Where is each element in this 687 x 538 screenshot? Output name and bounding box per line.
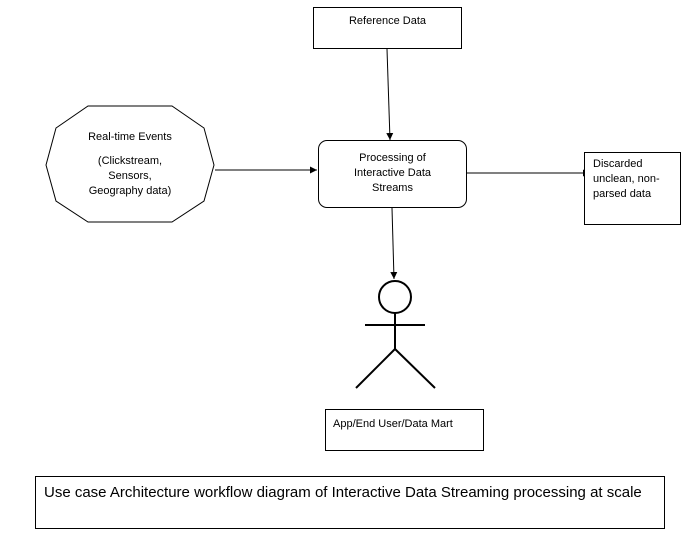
processing-line: Streams — [372, 182, 413, 194]
discarded-line: unclean, non- — [593, 173, 660, 185]
events-detail-line: (Clickstream, — [97, 155, 163, 167]
discarded-data-node: Discarded unclean, non- parsed data — [584, 152, 681, 225]
caption-text: Use case Architecture workflow diagram o… — [44, 484, 642, 501]
end-user-label: App/End User/Data Mart — [333, 418, 453, 430]
processing-line: Interactive Data — [353, 167, 432, 179]
edge-reference-to-processing — [386, 48, 394, 141]
discarded-line: Discarded — [593, 158, 643, 170]
reference-data-node: Reference Data — [313, 7, 462, 49]
edge-processing-to-user — [390, 207, 398, 280]
events-detail-line: Sensors, — [108, 170, 152, 182]
stick-figure-actor-icon — [355, 280, 436, 389]
reference-data-label: Reference Data — [348, 15, 427, 27]
events-detail-line: Geography data) — [88, 185, 172, 197]
diagram-caption: Use case Architecture workflow diagram o… — [35, 476, 665, 529]
events-node-text: Real-time Events (Clickstream, Sensors, … — [55, 130, 205, 199]
processing-node: Processing of Interactive Data Streams — [318, 140, 467, 208]
processing-line: Processing of — [359, 152, 426, 164]
events-title: Real-time Events — [88, 131, 172, 143]
end-user-node: App/End User/Data Mart — [325, 409, 484, 451]
discarded-line: parsed data — [593, 188, 652, 200]
events-octagon-shape — [45, 105, 215, 223]
